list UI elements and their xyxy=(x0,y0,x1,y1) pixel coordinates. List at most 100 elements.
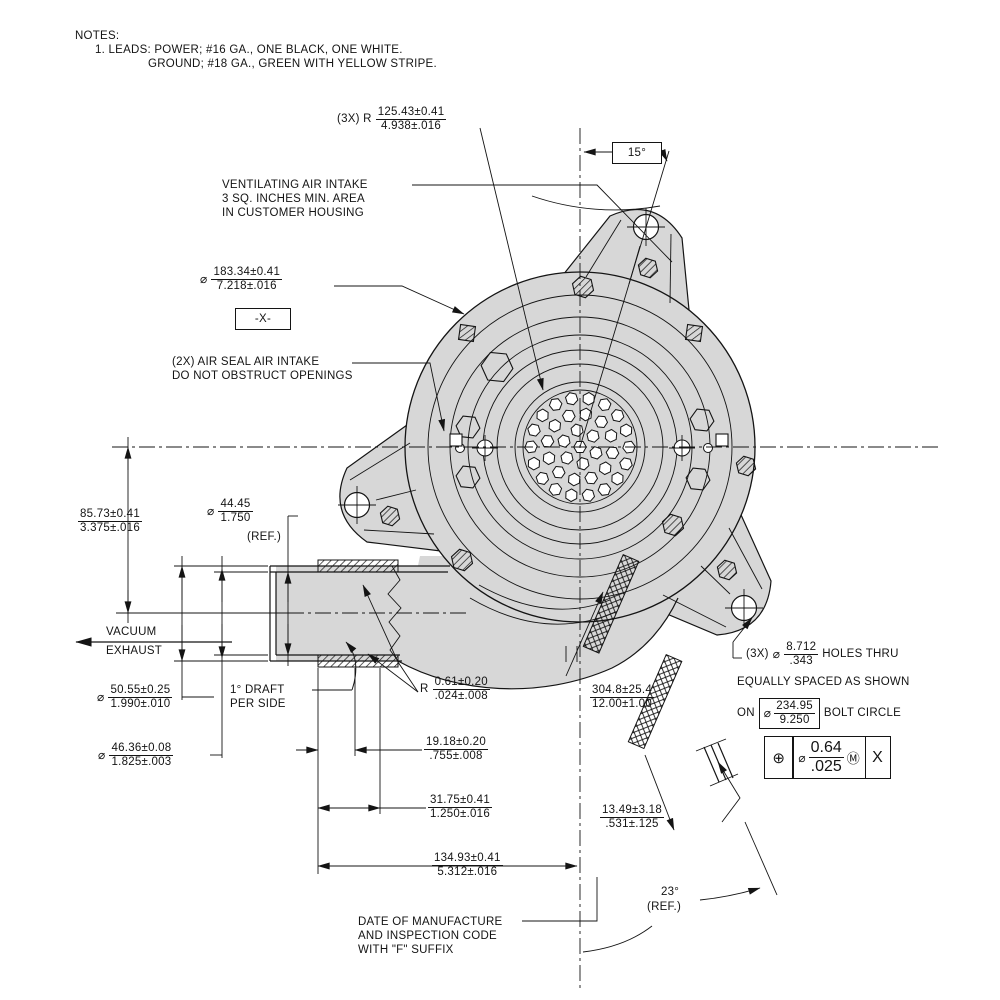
vent-hole xyxy=(582,391,595,406)
inch-value: 3.375±.016 xyxy=(80,521,140,534)
small-hole xyxy=(703,443,713,453)
vent-hole xyxy=(564,392,579,406)
angle-23-value: 23° xyxy=(661,886,680,898)
dim-fraction: 19.18±0.20 .755±.008 xyxy=(424,736,488,763)
inch-value: 5.312±.016 xyxy=(437,865,498,878)
vent-hole xyxy=(586,429,600,443)
vent-hole xyxy=(540,434,555,448)
metric-value: 46.36±0.08 xyxy=(109,742,174,756)
vent-hole xyxy=(611,471,624,486)
dim-fraction: 234.95 9.250 xyxy=(774,700,815,727)
inch-value: 1.990±.010 xyxy=(110,697,171,710)
metric-value: 8.712 xyxy=(784,641,819,655)
holes-thru-label: HOLES THRU xyxy=(822,647,899,660)
vent-hole xyxy=(551,465,566,479)
hex-bolt-icon xyxy=(716,559,738,581)
hex-nut-icon xyxy=(455,415,481,439)
dim-fraction: 183.34±0.41 7.218±.016 xyxy=(211,266,283,293)
dim-fraction: 46.36±0.08 1.825±.003 xyxy=(109,742,174,769)
airseal-note-2: DO NOT OBSTRUCT OPENINGS xyxy=(172,370,353,382)
angle-23-ref: (REF.) xyxy=(647,901,682,913)
bolt-circle-dia-box: ⌀ 234.95 9.250 xyxy=(758,698,820,729)
dim-fraction: 134.93±0.41 5.312±.016 xyxy=(432,852,503,879)
inch-value: 1.825±.003 xyxy=(111,755,172,768)
feature-control-frame: ⊕ ⌀ 0.64 .025 Ⓜ X xyxy=(763,736,891,779)
draft-note-1: 1° DRAFT xyxy=(230,684,285,696)
inch-value: .531±.125 xyxy=(605,817,659,830)
dim-fraction: 31.75±0.41 1.250±.016 xyxy=(428,794,492,821)
vent-hole xyxy=(565,488,578,503)
bolt-circle-label: BOLT CIRCLE xyxy=(823,706,902,719)
inch-value: 12.00±1.00 xyxy=(592,697,652,710)
vent-hole xyxy=(567,472,581,487)
dim-fraction: 0.61±0.20 .024±.008 xyxy=(432,676,490,703)
hex-nut-icon xyxy=(455,465,481,489)
inch-value: .024±.008 xyxy=(434,689,488,702)
power-cord xyxy=(582,553,778,896)
dim-fraction: 44.45 1.750 xyxy=(218,498,253,525)
metric-value: 50.55±0.25 xyxy=(108,684,173,698)
diameter-symbol: ⌀ xyxy=(763,705,772,720)
holes-note-line3: ON ⌀ 234.95 9.250 BOLT CIRCLE xyxy=(737,698,901,729)
inch-value: .025 xyxy=(810,758,842,775)
diameter-symbol: ⌀ xyxy=(200,271,208,286)
diameter-symbol: ⌀ xyxy=(772,646,781,661)
vent-hole xyxy=(619,457,633,471)
vent-hole xyxy=(604,428,618,443)
dim-fraction: 13.49±3.18 .531±.125 xyxy=(600,804,664,831)
dim-dia-183: ⌀ 183.34±0.41 7.218±.016 xyxy=(200,266,283,293)
quantity-label: (3X) xyxy=(746,647,769,660)
dim-dia-46: ⌀ 46.36±0.08 1.825±.003 xyxy=(98,742,174,769)
vent-note-3: IN CUSTOMER HOUSING xyxy=(222,207,364,219)
hex-nut-icon xyxy=(689,408,715,432)
hex-bolt-icon xyxy=(661,513,685,537)
metric-value: 85.73±0.41 xyxy=(78,508,142,522)
hex-bolt-icon xyxy=(379,505,401,527)
dim-19: 19.18±0.20 .755±.008 xyxy=(424,736,488,763)
vent-hole xyxy=(594,415,609,429)
dim-dia-44: ⌀ 44.45 1.750 xyxy=(207,498,253,525)
dim-fraction: 85.73±0.41 3.375±.016 xyxy=(78,508,142,535)
airseal-note-1: (2X) AIR SEAL AIR INTAKE xyxy=(172,356,320,368)
metric-value: 31.75±0.41 xyxy=(428,794,492,808)
datecode-note-2: AND INSPECTION CODE xyxy=(358,930,497,942)
hex-bolt-icon xyxy=(571,275,595,299)
vent-hole xyxy=(542,451,556,466)
dim-fraction: 125.43±0.41 4.938±.016 xyxy=(375,106,447,133)
radius-prefix: R xyxy=(420,682,429,695)
notes-title: NOTES: xyxy=(75,30,120,42)
air-seal-opening xyxy=(449,433,463,447)
vent-hole xyxy=(536,408,549,423)
holes-note-line1: (3X) ⌀ 8.712 .343 HOLES THRU xyxy=(746,641,899,668)
inch-value: .755±.008 xyxy=(429,749,483,762)
metric-value: 304.8±25.4 xyxy=(590,684,654,698)
vent-hole xyxy=(548,398,563,411)
dim-44-ref: (REF.) xyxy=(247,531,282,543)
metric-value: 234.95 xyxy=(774,700,815,714)
dim-13: 13.49±3.18 .531±.125 xyxy=(600,804,664,831)
seal-hatch-top xyxy=(317,559,399,573)
vent-hole xyxy=(548,418,562,433)
square-fastener-icon xyxy=(457,323,477,343)
dim-radius-061: R 0.61±0.20 .024±.008 xyxy=(420,676,490,703)
inch-value: 1.750 xyxy=(220,511,251,524)
exhaust-tube-body xyxy=(276,566,456,661)
hex-bolt-icon xyxy=(450,548,474,572)
vent-hole xyxy=(527,423,541,437)
notes-line-1: 1. LEADS: POWER; #16 GA., ONE BLACK, ONE… xyxy=(95,44,403,56)
exhaust-label: EXHAUST xyxy=(106,645,163,657)
datecode-note-1: DATE OF MANUFACTURE xyxy=(358,916,503,928)
inch-value: 1.250±.016 xyxy=(430,807,490,820)
dim-134: 134.93±0.41 5.312±.016 xyxy=(432,852,503,879)
holes-note-line2: EQUALLY SPACED AS SHOWN xyxy=(737,676,910,688)
vent-hole xyxy=(610,409,625,423)
dim-fraction: 304.8±25.4 12.00±1.00 xyxy=(590,684,654,711)
diameter-symbol: ⌀ xyxy=(98,747,106,762)
metric-value: 13.49±3.18 xyxy=(600,804,664,818)
position-symbol: ⊕ xyxy=(763,736,794,779)
dim-prefix: (3X) R xyxy=(337,112,372,125)
dim-fraction: 50.55±0.25 1.990±.010 xyxy=(108,684,173,711)
diameter-symbol: ⌀ xyxy=(97,689,105,704)
draft-note-2: PER SIDE xyxy=(230,698,286,710)
